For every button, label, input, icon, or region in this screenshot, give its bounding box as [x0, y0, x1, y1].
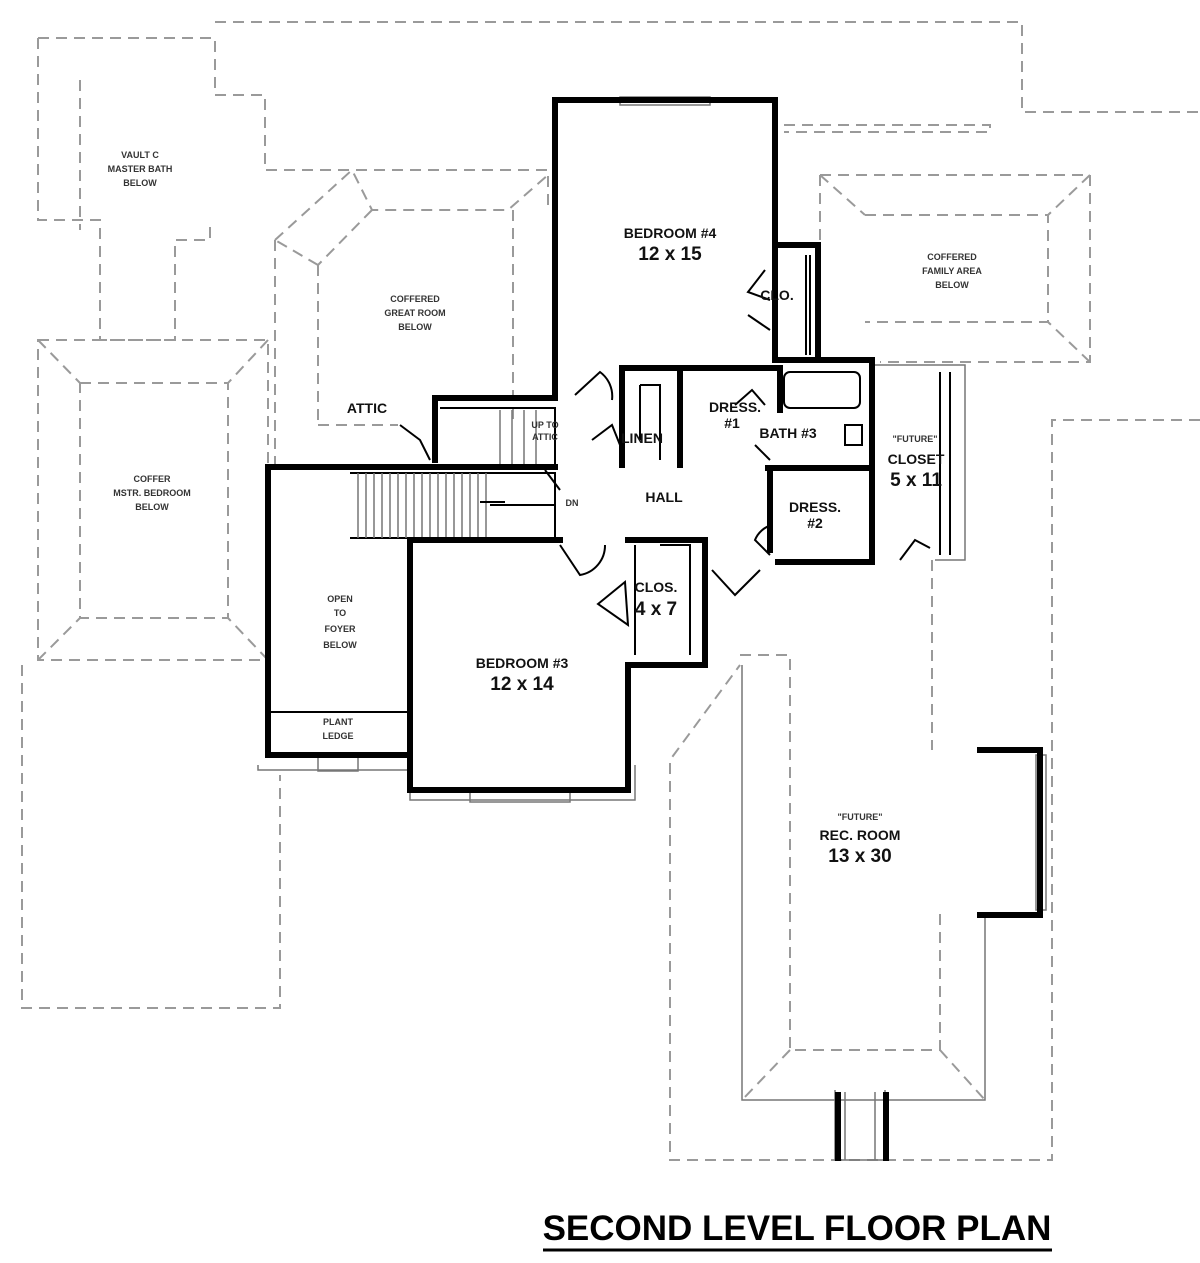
svg-text:BELOW: BELOW [935, 280, 969, 290]
svg-text:TO: TO [334, 608, 346, 618]
svg-text:5 x 11: 5 x 11 [890, 470, 942, 491]
label-plant-ledge: PLANT LEDGE [322, 717, 353, 741]
room-dress-1: DRESS. #1 [709, 399, 761, 431]
plan-title: SECOND LEVEL FLOOR PLAN [543, 1209, 1052, 1248]
svg-text:BELOW: BELOW [135, 502, 169, 512]
svg-text:VAULT C: VAULT C [121, 150, 159, 160]
svg-text:FAMILY AREA: FAMILY AREA [922, 266, 982, 276]
svg-text:BELOW: BELOW [323, 640, 357, 650]
bathtub [783, 371, 861, 409]
svg-text:BELOW: BELOW [398, 322, 432, 332]
svg-text:DRESS.: DRESS. [709, 399, 761, 415]
room-clos: CLOS. 4 x 7 [635, 579, 678, 620]
note-great-room-below: COFFERED GREAT ROOM BELOW [384, 294, 445, 332]
svg-text:ATTIC: ATTIC [532, 432, 558, 442]
room-hall: HALL [645, 489, 683, 505]
svg-text:#2: #2 [807, 515, 823, 531]
svg-text:BEDROOM #3: BEDROOM #3 [476, 655, 569, 671]
note-master-bath-below: VAULT C MASTER BATH BELOW [108, 150, 173, 188]
svg-text:DRESS.: DRESS. [789, 499, 841, 515]
svg-text:CLOSET: CLOSET [888, 451, 945, 467]
walls [265, 97, 1043, 1161]
room-rec-room: "FUTURE" REC. ROOM 13 x 30 [820, 812, 901, 867]
closet-shelf [805, 255, 811, 355]
door-swings [399, 269, 931, 628]
svg-text:MASTER BATH: MASTER BATH [108, 164, 173, 174]
svg-text:COFFERED: COFFERED [927, 252, 977, 262]
svg-text:LEDGE: LEDGE [322, 731, 353, 741]
svg-text:12 x 14: 12 x 14 [490, 674, 554, 695]
svg-text:13 x 30: 13 x 30 [828, 846, 891, 867]
label-up-to-attic: UP TO ATTIC [531, 420, 558, 442]
svg-text:REC. ROOM: REC. ROOM [820, 827, 901, 843]
below-level-outlines [21, 21, 1200, 1161]
svg-text:UP TO: UP TO [531, 420, 558, 430]
room-linen: LINEN [621, 430, 663, 446]
svg-text:PLANT: PLANT [323, 717, 353, 727]
room-dress-2: DRESS. #2 [789, 499, 841, 531]
svg-text:OPEN: OPEN [327, 594, 353, 604]
svg-text:12 x 15: 12 x 15 [638, 244, 702, 265]
svg-text:4 x 7: 4 x 7 [635, 599, 677, 620]
svg-text:COFFERED: COFFERED [390, 294, 440, 304]
note-master-bedroom-below: COFFER MSTR. BEDROOM BELOW [113, 474, 191, 512]
svg-text:COFFER: COFFER [134, 474, 171, 484]
svg-text:BELOW: BELOW [123, 178, 157, 188]
note-family-area-below: COFFERED FAMILY AREA BELOW [922, 252, 982, 290]
svg-text:GREAT ROOM: GREAT ROOM [384, 308, 445, 318]
svg-text:CLOS.: CLOS. [635, 579, 678, 595]
fixtures [268, 255, 951, 713]
svg-text:BEDROOM #4: BEDROOM #4 [624, 225, 717, 241]
room-bath-3: BATH #3 [759, 425, 817, 441]
note-foyer-below: OPEN TO FOYER BELOW [323, 594, 357, 650]
toilet [844, 424, 863, 446]
staircase [350, 407, 556, 539]
label-dn: DN [566, 498, 579, 508]
room-bedroom-3: BEDROOM #3 12 x 14 [476, 655, 569, 695]
room-bedroom-4: BEDROOM #4 12 x 15 [624, 225, 717, 265]
svg-text:#1: #1 [724, 415, 740, 431]
room-clo: CLO. [760, 287, 793, 303]
svg-text:FOYER: FOYER [324, 624, 356, 634]
room-closet: "FUTURE" CLOSET 5 x 11 [888, 434, 945, 491]
svg-text:MSTR. BEDROOM: MSTR. BEDROOM [113, 488, 191, 498]
room-attic: ATTIC [347, 400, 387, 416]
svg-text:"FUTURE": "FUTURE" [837, 812, 882, 822]
svg-text:"FUTURE": "FUTURE" [892, 434, 937, 444]
